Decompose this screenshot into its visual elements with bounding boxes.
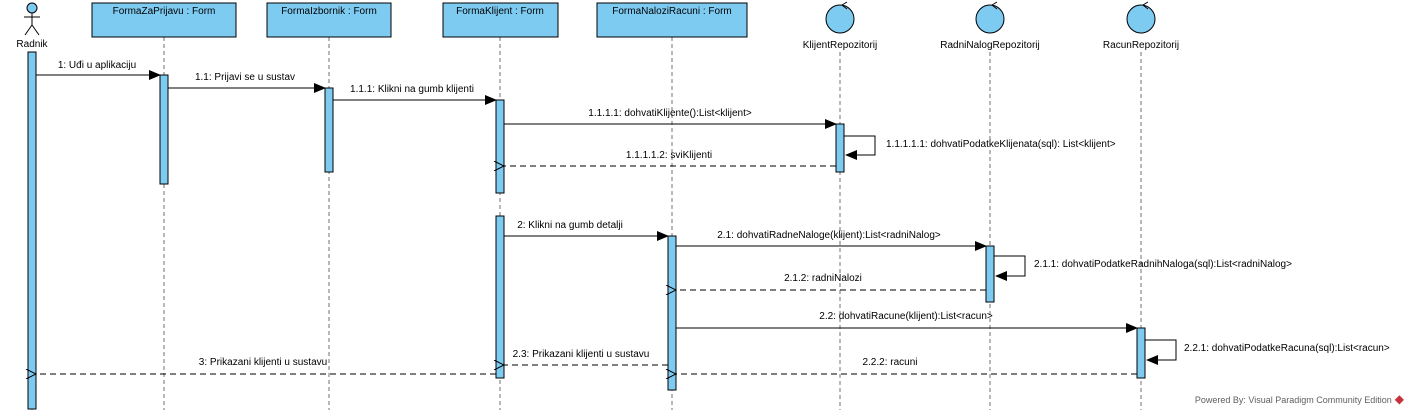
- message-arrow-2-1-1: [994, 255, 1026, 281]
- message-label-2-2: 2.2: dohvatiRacune(klijent):List<racun>: [819, 311, 993, 322]
- message-label-2-2-2: 2.2.2: racuni: [862, 357, 917, 368]
- actor-radnik-label: Radnik: [16, 39, 48, 50]
- message-label-2: 2: Klikni na gumb detalji: [517, 220, 623, 231]
- klijent-repozitorij-label: KlijentRepozitorij: [803, 40, 877, 51]
- actor-radnik: [24, 2, 40, 36]
- control-icon-radni-nalog-repozitorij: [975, 1, 1005, 34]
- visual-paradigm-logo-icon: ◆: [1394, 392, 1404, 406]
- message-label-3: 3: Prikazani klijenti u sustavu: [199, 357, 327, 368]
- radni-nalog-repozitorij-label: RadniNalogRepozitorij: [940, 40, 1040, 51]
- activation-forma-klijent-1: [495, 99, 505, 194]
- forma-nalozi-racuni-label: FormaNaloziRacuni : Form: [612, 6, 731, 17]
- message-label-1-1: 1.1: Prijavi se u sustav: [195, 72, 295, 83]
- control-icon-racun-repozitorij: [1126, 1, 1156, 34]
- lifeline-head-forma-izbornik: FormaIzbornik : Form: [266, 2, 392, 38]
- message-label-2-2-1: 2.2.1: dohvatiPodatkeRacuna(sql):List<ra…: [1184, 343, 1390, 354]
- forma-izbornik-label: FormaIzbornik : Form: [281, 6, 377, 17]
- racun-repozitorij-label: RacunRepozitorij: [1103, 40, 1179, 51]
- activation-forma-nalozi-racuni: [667, 235, 677, 391]
- message-label-1: 1: Uđi u aplikaciju: [58, 60, 136, 71]
- powered-by-footer: Powered By: Visual Paradigm Community Ed…: [1195, 392, 1404, 406]
- activation-klijent-repozitorij: [835, 123, 845, 173]
- footer-text: Powered By: Visual Paradigm Community Ed…: [1194, 395, 1392, 405]
- forma-za-prijavu-label: FormaZaPrijavu : Form: [113, 6, 216, 17]
- message-arrow-2-2-1: [1145, 339, 1177, 365]
- activation-radni-nalog-repozitorij: [985, 245, 995, 303]
- message-label-1-1-1-1-2: 1.1.1.1.2: sviKlijenti: [626, 150, 712, 161]
- message-arrow-1-1-1-1-1: [844, 135, 876, 160]
- message-label-2-1-2: 2.1.2: radniNalozi: [784, 273, 862, 284]
- message-label-2-1: 2.1: dohvatiRadneNaloge(klijent):List<ra…: [717, 230, 941, 241]
- message-label-2-1-1: 2.1.1: dohvatiPodatkeRadnihNaloga(sql):L…: [1034, 259, 1292, 270]
- lifeline-head-forma-za-prijavu: FormaZaPrijavu : Form: [91, 2, 237, 38]
- activation-forma-klijent-2: [495, 215, 505, 379]
- lifeline-head-forma-nalozi-racuni: FormaNaloziRacuni : Form: [596, 2, 748, 38]
- message-label-1-1-1: 1.1.1: Klikni na gumb klijenti: [350, 84, 474, 95]
- message-label-1-1-1-1: 1.1.1.1: dohvatiKlijente():List<klijent>: [588, 108, 752, 119]
- activation-racun-repozitorij: [1136, 327, 1146, 379]
- message-label-2-3: 2.3: Prikazani klijenti u sustavu: [513, 349, 650, 360]
- activation-forma-za-prijavu: [159, 74, 169, 185]
- forma-klijent-label: FormaKlijent : Form: [456, 6, 544, 17]
- activation-radnik: [27, 51, 37, 410]
- activation-forma-izbornik: [324, 87, 334, 173]
- lifeline-head-forma-klijent: FormaKlijent : Form: [442, 2, 559, 38]
- control-icon-klijent-repozitorij: [825, 1, 855, 34]
- message-label-1-1-1-1-1: 1.1.1.1.1: dohvatiPodatkeKlijenata(sql):…: [886, 139, 1116, 150]
